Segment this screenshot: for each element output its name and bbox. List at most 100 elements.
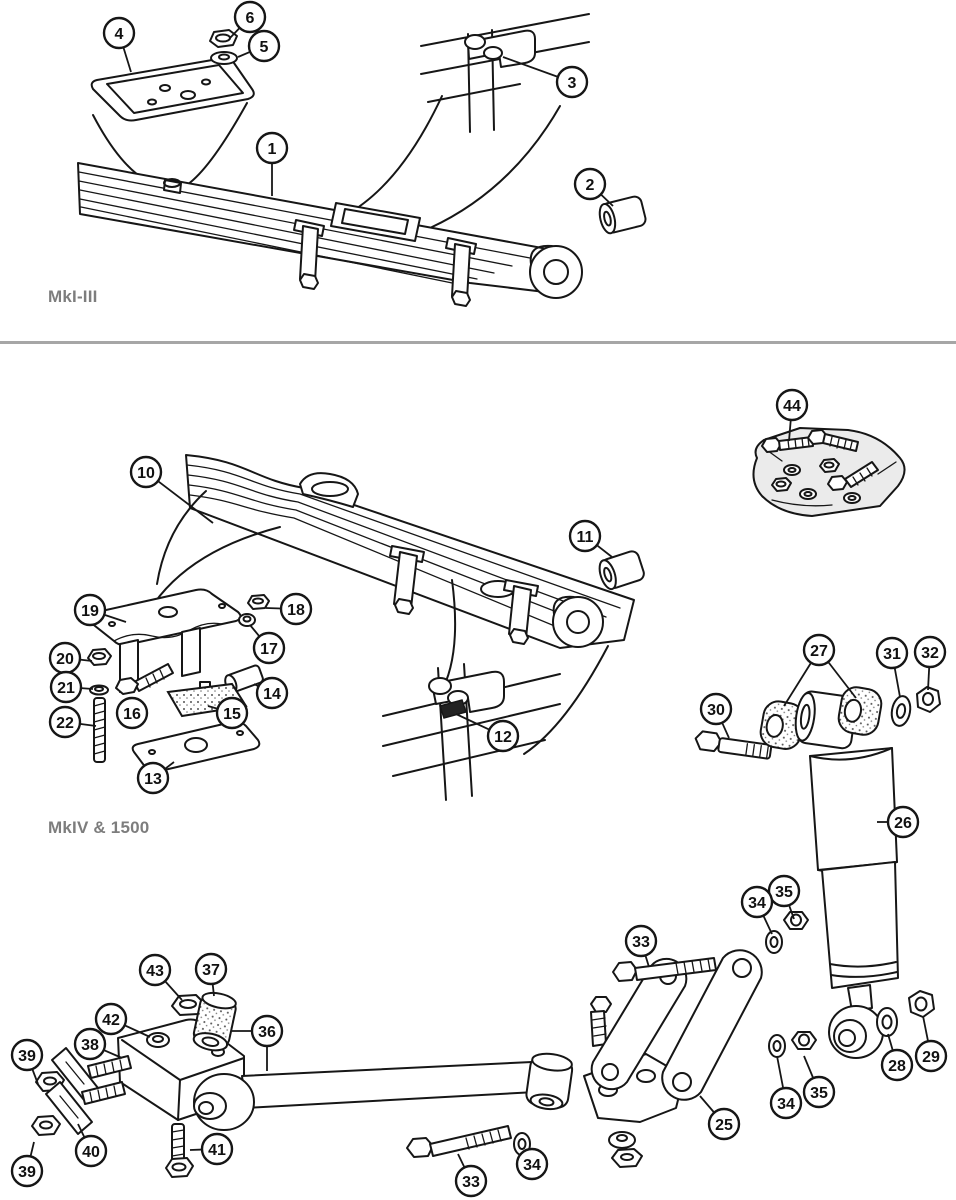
nut-29 [908, 990, 935, 1018]
callout-number: 30 [707, 702, 725, 719]
leader-line [29, 1141, 35, 1157]
spring-mounting-plate-shape [90, 57, 255, 122]
callout-number: 12 [494, 729, 512, 746]
radius-arm-end-bushing-shape [529, 1093, 564, 1111]
callout-circle [48, 705, 82, 739]
leaf-spring-mk4-shape [188, 484, 591, 626]
callout-30: 30 [699, 692, 733, 739]
shock-absorber-assembly-shape [847, 984, 873, 1012]
spring-mounting-bracket-assembly-shape [93, 702, 106, 755]
callout-34: 34 [769, 1055, 803, 1120]
leaf-spring-mk1-iii-shape [80, 206, 463, 286]
radius-arm-assembly-shape [517, 1138, 527, 1150]
callout-circle [914, 1039, 948, 1073]
callout-circle [200, 1132, 234, 1166]
callout-number: 37 [202, 962, 220, 979]
hardware-bag-shape [829, 436, 853, 451]
hardware-bag-shape [843, 492, 861, 504]
shock-top-sleeve-shape [794, 691, 816, 742]
spring-mounting-bracket-assembly-shape [158, 606, 178, 618]
chassis-rail-detail-top-shape [427, 83, 521, 103]
bushing-2 [598, 195, 647, 235]
shock-absorber-assembly-shape [772, 1040, 782, 1052]
callout-circle [10, 1038, 44, 1072]
callout-37: 37 [194, 952, 228, 997]
chassis-rail-detail-mid-shape [428, 677, 452, 695]
callout-number: 1 [268, 141, 277, 158]
radius-arm-assembly-shape [59, 1095, 79, 1119]
shock-top-sleeve-shape [799, 703, 811, 730]
bolt-30-shape [717, 737, 773, 760]
hardware-bag-shape [787, 437, 810, 450]
spring-mounting-bracket-assembly-shape [236, 730, 244, 736]
leader-line [783, 662, 812, 707]
leaf-clamp [451, 243, 471, 300]
callout-circle [10, 1154, 44, 1188]
hardware-bag-shape [827, 475, 848, 491]
leaf-spring-mk4 [131, 454, 635, 755]
leaf-spring-mk1-iii-shape [341, 208, 409, 235]
callout-circle [802, 1075, 836, 1109]
washer-28 [876, 1007, 898, 1037]
leader-line [77, 1123, 86, 1138]
shock-body-26 [809, 747, 898, 871]
leaf-spring-mk4-shape [509, 628, 529, 645]
radius-arm-end-bushing-shape [531, 1052, 573, 1072]
shock-link-brackets-shape [672, 1072, 692, 1092]
callout-circle [279, 592, 313, 626]
spring-mounting-plate [90, 57, 255, 189]
washer-17 [238, 613, 256, 627]
callout-33: 33 [454, 1153, 488, 1198]
callout-circle [129, 455, 163, 489]
spring-mounting-bracket-assembly-shape [113, 622, 223, 642]
leader-line [776, 1055, 785, 1089]
spring-mounting-bracket-assembly-shape [148, 749, 156, 755]
callout-circle [880, 1048, 914, 1082]
shock-link-brackets-shape [591, 1017, 607, 1037]
bushing-11-shape [598, 559, 617, 591]
shock-link-brackets-shape [732, 958, 752, 978]
callout-number: 10 [137, 465, 155, 482]
callout-11: 11 [568, 519, 613, 558]
leader-line [893, 667, 901, 698]
callout-number: 36 [258, 1024, 276, 1041]
callout-number: 19 [81, 603, 99, 620]
hardware-bag-shape [761, 437, 782, 453]
callout-32: 32 [913, 635, 947, 691]
spring-pad-hump [299, 472, 359, 508]
leader-line [788, 904, 795, 920]
callout-circle [515, 1147, 549, 1181]
leader-line [229, 27, 241, 39]
washer-5 [210, 51, 238, 65]
callout-circle [255, 131, 289, 165]
callout-circle [73, 593, 107, 627]
callout-circle [767, 874, 801, 908]
spring-mounting-bracket-assembly-shape [92, 652, 106, 660]
spring-mounting-bracket-assembly-shape [181, 627, 201, 677]
bushing-11 [598, 550, 645, 591]
callout-number: 11 [577, 529, 594, 546]
hardware-bag-shape [803, 491, 813, 497]
hardware-bag-shape [847, 495, 857, 501]
chassis-rail-detail-mid [382, 663, 561, 801]
section-label-mk4-1500: MkIV & 1500 [48, 818, 150, 837]
spring-mounting-bracket-assembly-shape [94, 686, 104, 692]
leaf-spring-mk1-iii-shape [451, 290, 471, 307]
callout-35: 35 [767, 874, 801, 920]
callout-number: 17 [260, 641, 278, 658]
callout-number: 16 [123, 706, 141, 723]
hardware-bag-shape [783, 464, 801, 476]
shock-link-brackets-shape [634, 957, 717, 981]
leader-line [699, 1095, 715, 1114]
callout-19: 19 [73, 593, 127, 627]
locknut-and-washer-top-shape [218, 53, 230, 61]
callout-40: 40 [74, 1123, 108, 1168]
leaf-spring-mk1-iii-shape [163, 178, 181, 188]
callout-28: 28 [880, 1033, 914, 1082]
callout-39: 39 [10, 1141, 44, 1188]
callout-circle [247, 29, 281, 63]
callout-circle [215, 696, 249, 730]
callout-number: 32 [921, 645, 939, 662]
shock-absorber-assembly-shape [769, 936, 779, 948]
radius-arm-36 [241, 1061, 537, 1109]
